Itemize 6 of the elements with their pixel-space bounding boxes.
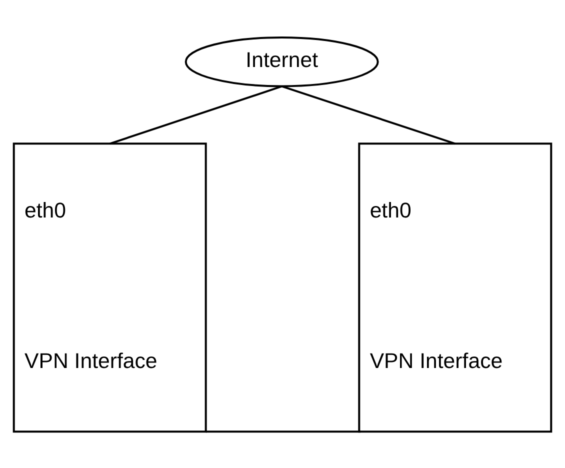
node-box: eth0 VPN Interface: [358, 142, 552, 432]
connector: [110, 84, 282, 144]
connector: [206, 430, 360, 432]
node-ellipse: Internet: [184, 36, 379, 87]
node-box: eth0 VPN Interface: [12, 142, 207, 432]
connector: [282, 84, 456, 144]
